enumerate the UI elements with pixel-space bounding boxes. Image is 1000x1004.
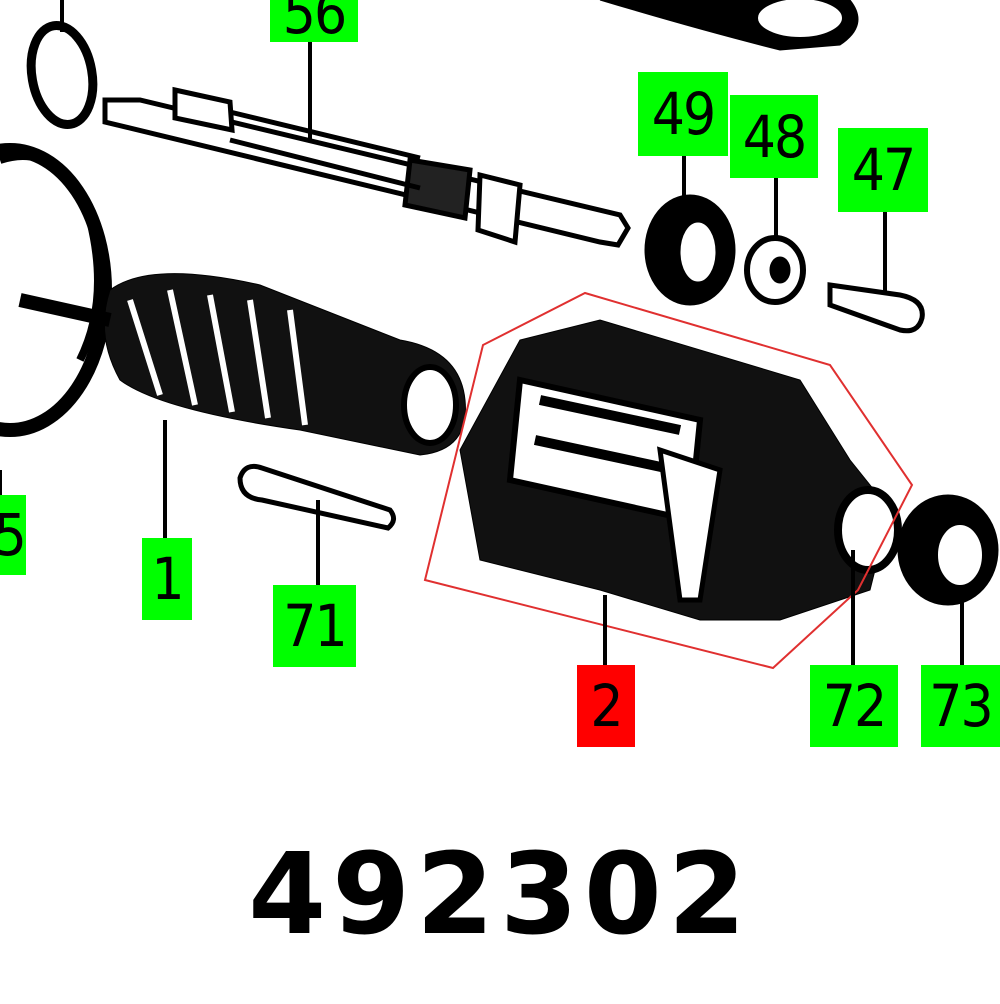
part-number: 492302 [248, 830, 752, 960]
washer [644, 155, 736, 306]
callout-1-text: 1 [151, 545, 184, 613]
callout-50-text: 50 [0, 501, 26, 569]
callout-48[interactable]: 48 [730, 95, 818, 178]
housing-top [599, 0, 859, 51]
stator-assembly [423, 291, 914, 670]
callout-48-text: 48 [742, 102, 807, 171]
callout-72-text: 72 [822, 672, 887, 740]
callout-2-text: 2 [590, 672, 623, 740]
callout-71[interactable]: 71 [273, 585, 356, 667]
callout-71-text: 71 [283, 592, 347, 660]
callout-73[interactable]: 73 [921, 665, 1000, 747]
callout-72[interactable]: 72 [810, 665, 898, 747]
shaft [102, 40, 631, 248]
callout-47[interactable]: 47 [838, 128, 928, 212]
callout-49-text: 49 [651, 80, 716, 148]
small-screw [827, 212, 925, 334]
callout-2[interactable]: 2 [577, 665, 635, 747]
retaining-ring [26, 0, 98, 130]
callout-49[interactable]: 49 [638, 72, 728, 156]
armature [18, 273, 466, 540]
callout-56[interactable]: 56 [270, 0, 358, 42]
screw [237, 463, 396, 588]
end-cap [897, 494, 999, 668]
callout-1[interactable]: 1 [142, 538, 192, 620]
callout-50[interactable]: 50 [0, 495, 26, 575]
callout-47-text: 47 [851, 136, 916, 204]
callout-56-text: 56 [282, 0, 347, 47]
callout-73-text: 73 [929, 672, 993, 740]
nut [744, 178, 806, 305]
housing-left [0, 143, 112, 500]
